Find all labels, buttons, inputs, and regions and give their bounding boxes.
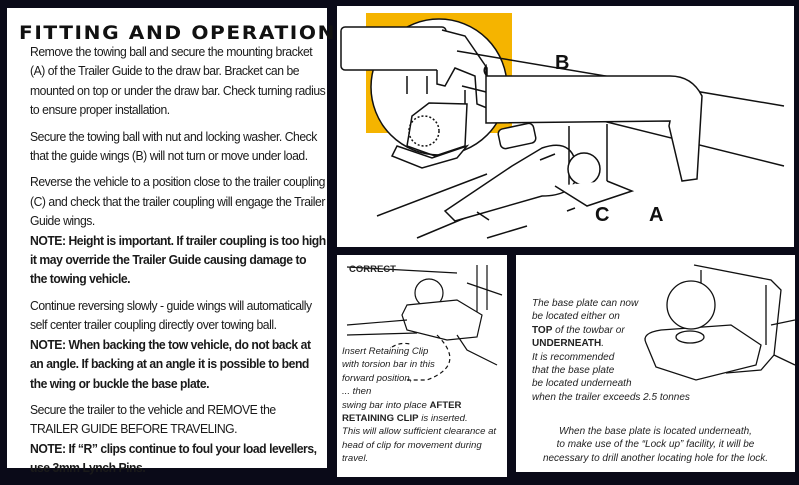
instruction-2: Secure the towing ball with nut and lock… bbox=[30, 128, 317, 164]
instruction-3: Reverse the vehicle to a position close … bbox=[30, 172, 326, 288]
lock-up-note: When the base plate is located underneat… bbox=[542, 426, 769, 464]
retaining-clip-diagram: CORRECT Insert Retaining Clip with torsi… bbox=[337, 255, 507, 477]
correct-label: CORRECT bbox=[349, 264, 396, 275]
label-a: A bbox=[649, 204, 664, 226]
inset-wing bbox=[340, 26, 447, 71]
retaining-clip-illustration bbox=[346, 265, 503, 381]
instruction-5: Secure the trailer to the vehicle and RE… bbox=[30, 400, 326, 478]
retaining-clip-caption: Insert Retaining Clip with torsion bar i… bbox=[342, 346, 497, 465]
trailer-guide-illustration bbox=[340, 13, 785, 239]
instruction-4: Continue reversing slowly - guide wings … bbox=[30, 296, 326, 393]
note-angle: NOTE: When backing the tow vehicle, do n… bbox=[30, 336, 311, 391]
label-b: B bbox=[555, 52, 570, 74]
note-lynch-pins: NOTE: If “R” clips continue to foul your… bbox=[30, 440, 317, 476]
base-plate-caption: The base plate can now be located either… bbox=[532, 298, 690, 403]
label-c: C bbox=[595, 204, 610, 226]
base-plate-diagram: The base plate can now be located either… bbox=[516, 255, 795, 472]
instruction-1: Remove the towing ball and secure the mo… bbox=[30, 44, 326, 118]
instructions-body: Remove the towing ball and secure the mo… bbox=[30, 42, 326, 485]
fitting-instructions-panel: FITTING AND OPERATION Remove the towing … bbox=[7, 8, 334, 475]
section-title: FITTING AND OPERATION bbox=[19, 22, 337, 44]
trailer-guide-diagram: B C A bbox=[337, 6, 794, 247]
base-plate-illustration bbox=[644, 264, 795, 381]
note-height: NOTE: Height is important. If trailer co… bbox=[30, 232, 326, 287]
